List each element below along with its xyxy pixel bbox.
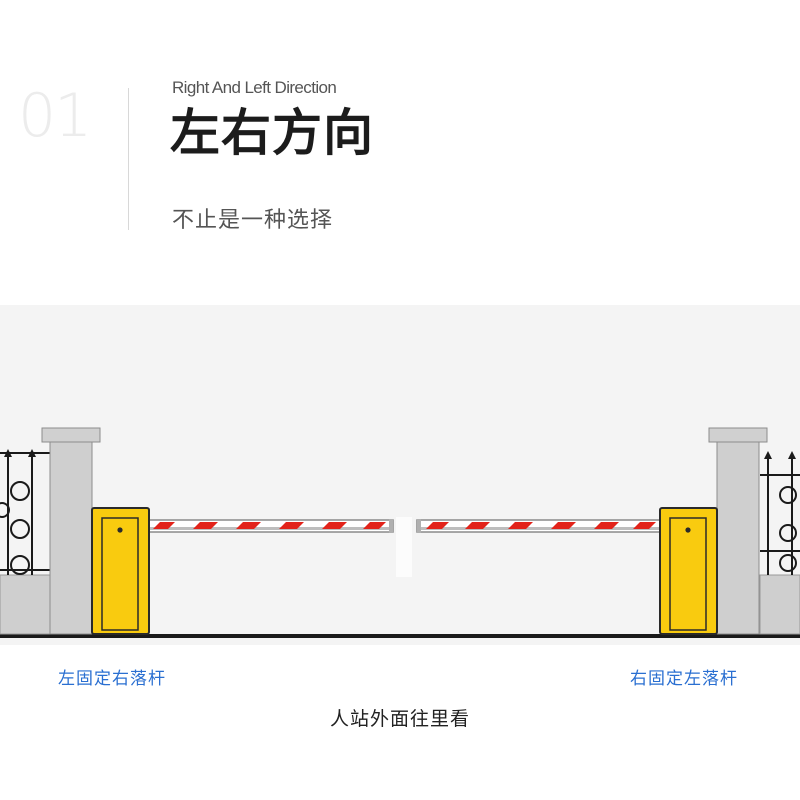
right-pillar xyxy=(708,427,768,635)
page-title: 左右方向 xyxy=(170,104,374,162)
viewpoint-note: 人站外面往里看 xyxy=(329,708,470,730)
right-barrier-cabinet xyxy=(659,507,718,635)
header-divider xyxy=(128,88,129,230)
caption-left-fixed: 左固定右落杆 xyxy=(58,669,166,689)
caption-right-fixed: 右固定左落杆 xyxy=(630,669,738,689)
right-boom-arm xyxy=(416,519,662,533)
barrier-gate-illustration xyxy=(0,305,800,645)
tagline: 不止是一种选择 xyxy=(172,208,334,233)
left-fence xyxy=(0,449,51,635)
barrier-gate-drawing xyxy=(0,427,800,638)
section-number: 01 xyxy=(18,81,92,151)
ground-line xyxy=(0,634,800,638)
boom-gap-shadow xyxy=(396,517,412,577)
right-fence xyxy=(759,451,800,635)
header-section: 01 Right And Left Direction 左右方向 不止是一种选择 xyxy=(0,0,800,300)
left-barrier-cabinet xyxy=(91,507,150,635)
subtitle-english: Right And Left Direction xyxy=(172,78,337,97)
left-boom-arm xyxy=(147,519,394,533)
